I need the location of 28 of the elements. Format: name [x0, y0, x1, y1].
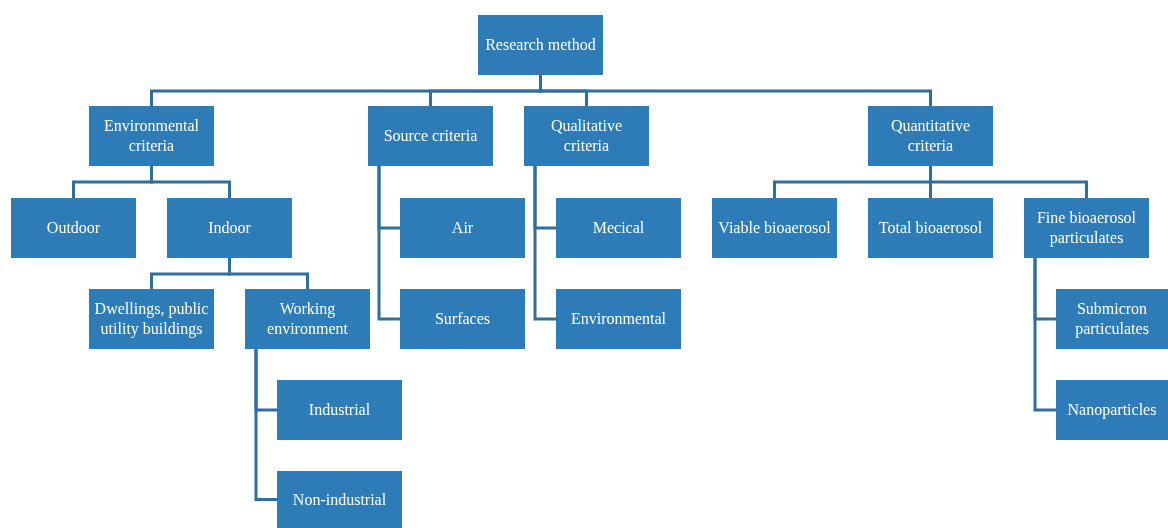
category-box: Surfaces [400, 289, 525, 349]
category-box: Environmental criteria [89, 106, 214, 166]
category-box: Research method [478, 15, 603, 75]
connector-line [1033, 258, 1056, 412]
category-box: Environmental [556, 289, 681, 349]
category-box: Submicron particulates [1056, 289, 1168, 349]
category-box: Outdoor [11, 198, 136, 258]
connector-line [533, 166, 556, 321]
category-box: Qualitative criteria [524, 106, 649, 166]
category-box: Industrial [277, 380, 402, 440]
category-box: Viable bioaerosol [712, 198, 837, 258]
connector-line [254, 349, 277, 501]
category-box: Quantitative criteria [868, 106, 993, 166]
connector-line [150, 166, 231, 198]
category-box: Total bioaerosol [868, 198, 993, 258]
connector-line [929, 166, 1088, 198]
category-box: Working environment [245, 289, 370, 349]
connector-line [539, 75, 932, 106]
category-box: Non-industrial [277, 471, 402, 528]
connector-line [377, 166, 400, 321]
category-box: Mecical [556, 198, 681, 258]
category-box: Source criteria [368, 106, 493, 166]
category-box: Air [400, 198, 525, 258]
category-box: Nanoparticles [1056, 380, 1168, 440]
category-box: Indoor [167, 198, 292, 258]
category-box: Dwellings, public utility buildings [89, 289, 214, 349]
connector-line [228, 258, 309, 289]
category-box: Fine bioaerosol particulates [1024, 198, 1149, 258]
